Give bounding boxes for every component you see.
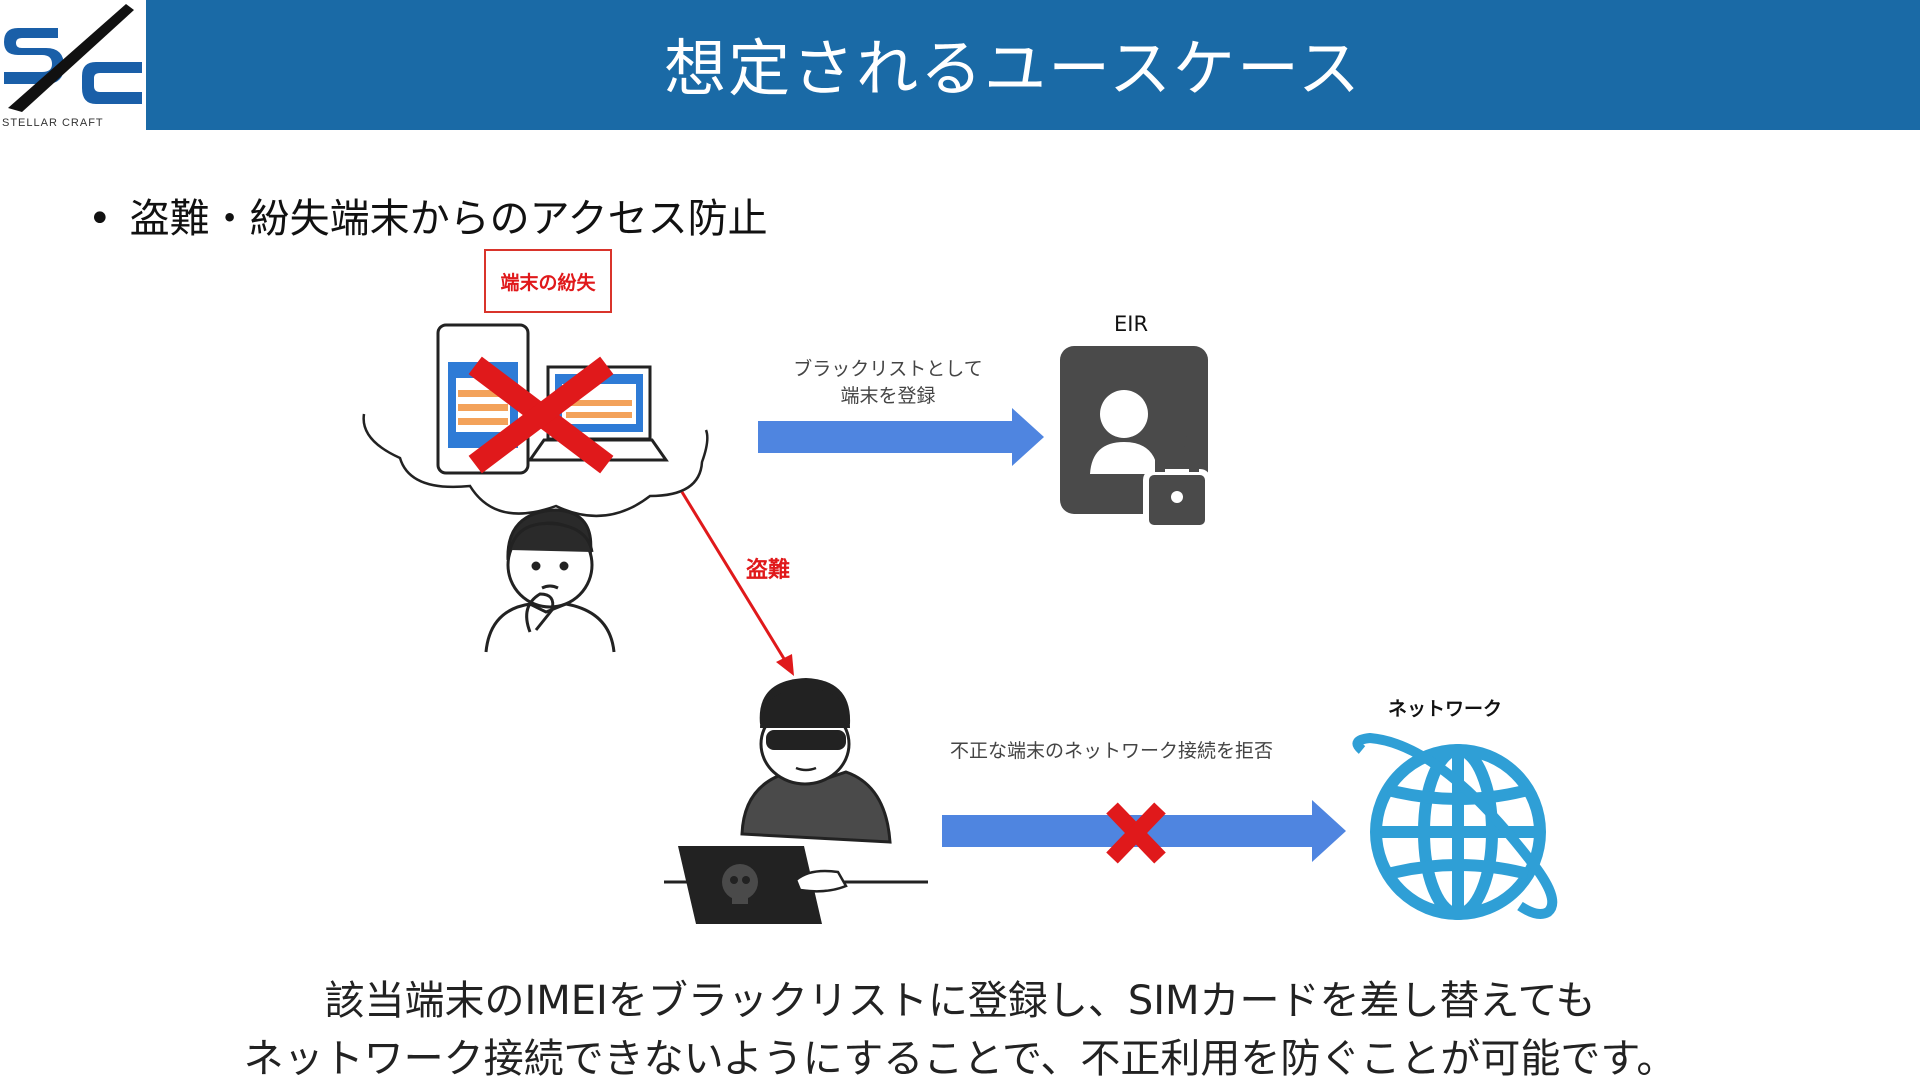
lost-device-label: 端末の紛失 bbox=[484, 249, 612, 313]
stellar-craft-logo: STELLAR CRAFT bbox=[0, 0, 146, 130]
laptop-icon bbox=[527, 365, 669, 462]
eir-label: EIR bbox=[1114, 312, 1149, 336]
network-label: ネットワーク bbox=[1388, 698, 1503, 720]
bullet-marker: • bbox=[88, 196, 112, 242]
hacker-icon bbox=[664, 678, 928, 924]
footer-line-1: 該当端末のIMEIをブラックリストに登録し、SIMカードを差し替えても bbox=[324, 978, 1596, 1024]
register-label-line1: ブラックリストとして bbox=[793, 358, 983, 380]
theft-label: 盗難 bbox=[746, 558, 791, 583]
globe-icon bbox=[1352, 732, 1558, 920]
thought-cloud bbox=[362, 413, 709, 518]
bullet-item: • 盗難・紛失端末からのアクセス防止 bbox=[88, 186, 768, 244]
person-icon bbox=[484, 508, 616, 653]
register-label-line2: 端末を登録 bbox=[840, 385, 936, 407]
header-bar: STELLAR CRAFT 想定されるユースケース bbox=[0, 0, 1920, 130]
deny-connection-label: 不正な端末のネットワーク接続を拒否 bbox=[950, 740, 1274, 762]
theft-arrow bbox=[680, 491, 794, 676]
sc-logo-icon bbox=[4, 4, 142, 112]
page-title: 想定されるユースケース bbox=[664, 32, 1362, 105]
cross-icon bbox=[468, 356, 614, 474]
eir-contact-lock-icon bbox=[1060, 346, 1211, 531]
bullet-text: 盗難・紛失端末からのアクセス防止 bbox=[129, 196, 768, 242]
logo-text: STELLAR CRAFT bbox=[2, 117, 104, 129]
deny-cross-icon bbox=[1106, 802, 1166, 864]
footer-line-2: ネットワーク接続できないようにすることで、不正利用を防ぐことが可能です。 bbox=[243, 1036, 1677, 1082]
register-label: ブラックリストとして 端末を登録 bbox=[784, 354, 992, 408]
register-arrow bbox=[758, 408, 1044, 466]
